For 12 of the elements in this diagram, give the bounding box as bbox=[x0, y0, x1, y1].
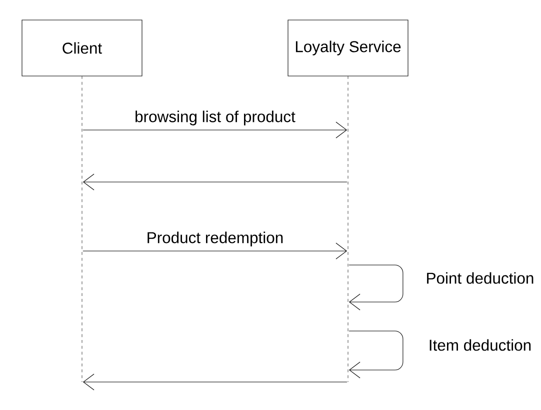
self-message-arrow bbox=[348, 330, 404, 378]
edge-label: Item deduction bbox=[430, 339, 531, 351]
edge-label: Point deduction bbox=[427, 272, 534, 284]
edge-label: browsing list of product bbox=[133, 109, 297, 127]
participant-box: Client bbox=[22, 20, 142, 76]
message-arrow bbox=[82, 374, 348, 390]
edge-label: Product redemption bbox=[145, 230, 285, 248]
message-arrow bbox=[82, 174, 348, 190]
message-arrow bbox=[82, 122, 348, 138]
message-arrow bbox=[82, 242, 348, 260]
participant-box: Loyalty Service bbox=[288, 20, 408, 76]
self-message-arrow bbox=[348, 264, 404, 310]
